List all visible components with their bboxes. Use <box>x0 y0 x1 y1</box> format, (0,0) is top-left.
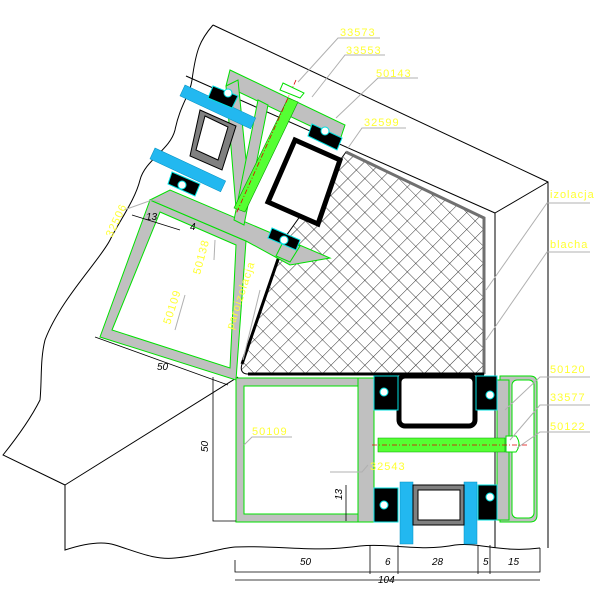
dim-28-bottom: 28 <box>431 557 444 568</box>
glass-pane-2 <box>149 147 227 193</box>
label-32543: 32543 <box>370 461 406 473</box>
dim-13-upper: 13 <box>146 212 158 223</box>
label-32599: 32599 <box>364 117 400 129</box>
label-33553: 33553 <box>346 45 382 57</box>
dim-50-bottom: 50 <box>300 557 312 568</box>
lower-profile-assembly <box>235 373 538 545</box>
dim-4-upper: 4 <box>190 222 196 233</box>
dim-104-total: 104 <box>378 575 395 586</box>
label-50122: 50122 <box>550 421 586 433</box>
leader-lines <box>123 37 590 473</box>
label-33573: 33573 <box>340 27 376 39</box>
steel-tube-upper <box>264 136 344 228</box>
dim-15-bottom: 15 <box>508 557 520 568</box>
dim-5-bottom: 5 <box>483 557 489 568</box>
dim-50-left: 50 <box>200 440 211 452</box>
dimension-texts: 13 4 50 50 13 50 6 28 5 15 104 <box>146 212 520 586</box>
label-50120: 50120 <box>550 364 586 376</box>
dim-13-left: 13 <box>334 488 345 500</box>
label-32506: 32506 <box>104 202 130 239</box>
label-blacha: blacha <box>550 239 588 251</box>
upper-profile-assembly <box>99 69 346 381</box>
label-50143: 50143 <box>376 68 412 80</box>
label-izolacja: izolacja <box>550 189 595 201</box>
screw-lower <box>377 437 506 453</box>
glass-pane-3 <box>399 481 414 545</box>
glass-pane-4 <box>463 481 478 545</box>
dimension-lines <box>94 214 541 581</box>
dim-50-upper: 50 <box>157 362 169 373</box>
dim-6-bottom: 6 <box>385 557 391 568</box>
label-33577: 33577 <box>550 392 586 404</box>
steel-tube-lower <box>396 373 478 429</box>
label-50109-lower: 50109 <box>252 426 288 438</box>
